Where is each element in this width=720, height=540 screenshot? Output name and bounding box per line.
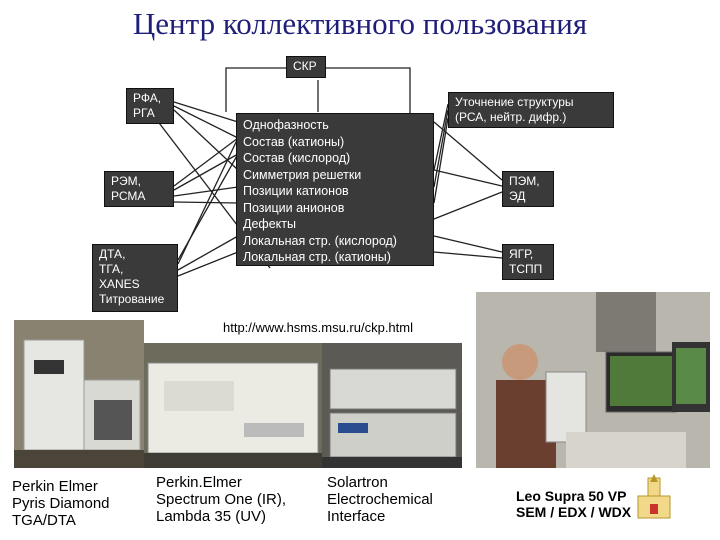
center-item: Позиции анионов — [243, 200, 345, 215]
university-emblem-icon — [632, 474, 676, 539]
photo-electrochemical-interface — [322, 343, 462, 468]
center-item: Локальная стр. (кислород) — [243, 233, 397, 248]
center-item: Дефекты — [243, 217, 296, 231]
diagram-connectors — [139, 67, 503, 277]
left-box-xrd: РФА, РГА — [126, 88, 174, 124]
center-properties-list: Однофазность Состав (катионы) Состав (ки… — [236, 113, 434, 266]
caption-ir-uv: Perkin.Elmer Spectrum One (IR), Lambda 3… — [156, 474, 287, 525]
skp-box: СКР — [286, 56, 326, 78]
caption-tga-dta: Perkin Elmer Pyris Diamond TGA/DTA — [12, 478, 110, 529]
photo-ir-spectrometer — [144, 343, 322, 468]
photo-tga-dta — [14, 320, 144, 468]
photo-sem-microscope — [476, 292, 710, 468]
center-item: Состав (катионы) — [243, 134, 345, 149]
caption-sem: Leo Supra 50 VP SEM / EDX / WDX — [516, 488, 632, 520]
center-item: Однофазность — [243, 118, 329, 132]
left-box-sem: РЭМ, РСМА — [104, 171, 174, 207]
right-box-mossbauer: ЯГР, ТСПП — [502, 244, 554, 280]
page-title: Центр коллективного пользования — [132, 6, 588, 41]
left-box-dta: ДТА, ТГА, XANES Титрование — [92, 244, 178, 312]
right-box-refinement: Уточнение структуры (РСА, нейтр. дифр.) — [448, 92, 614, 128]
center-item: Локальная стр. (катионы) — [243, 250, 391, 264]
right-box-tem: ПЭМ, ЭД — [502, 171, 554, 207]
website-link[interactable]: http://www.hsms.msu.ru/ckp.html — [223, 320, 413, 335]
caption-electrochemical: Solartron Electrochemical Interface — [327, 474, 433, 525]
center-item: Симметрия решетки — [243, 167, 362, 182]
center-item: Состав (кислород) — [243, 151, 351, 165]
center-item: Позиции катионов — [243, 184, 349, 198]
